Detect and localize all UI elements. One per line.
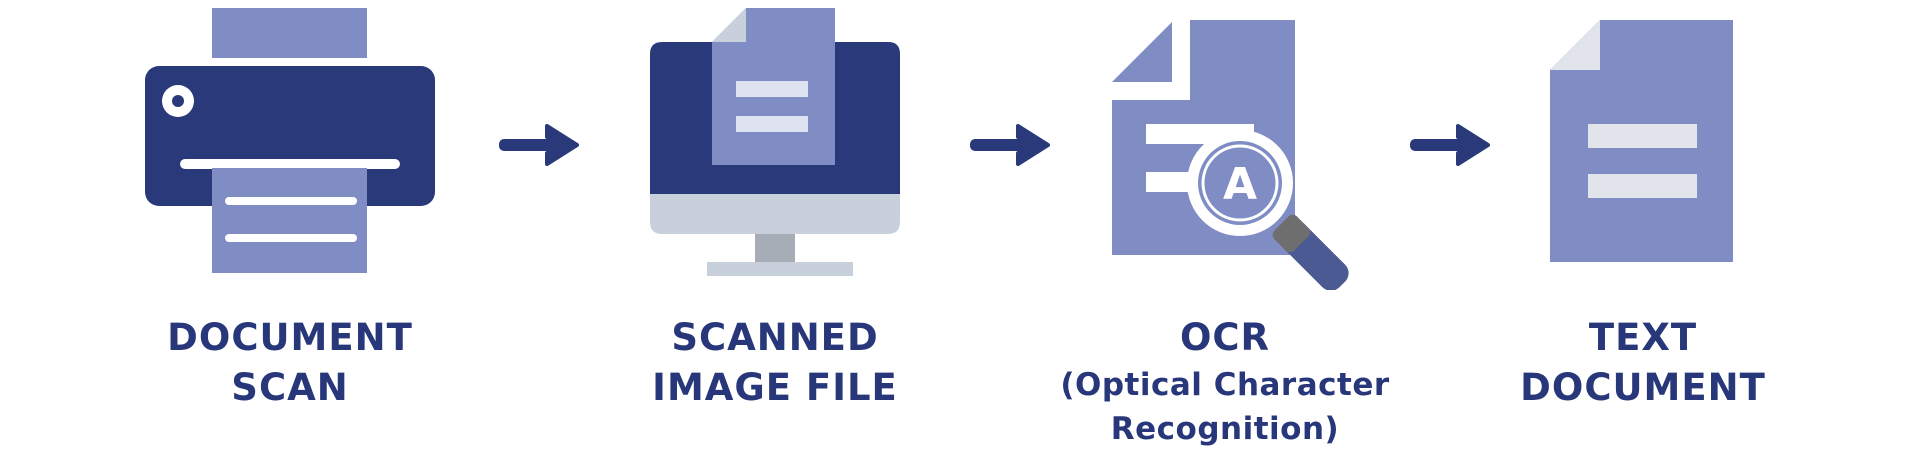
step-title: DOCUMENT SCAN [167,316,413,409]
step-label-text-document: TEXT DOCUMENT [1468,313,1818,413]
ocr-glyph: A [1223,159,1257,210]
step-title: SCANNED IMAGE FILE [652,316,898,409]
arrow-right-icon [1410,124,1490,166]
monitor-icon [650,8,900,276]
step-title: TEXT DOCUMENT [1520,316,1766,409]
step-label-ocr: OCR (Optical Character Recognition) [1050,313,1400,451]
step-label-scanned-image-file: SCANNED IMAGE FILE [600,313,950,413]
step-label-document-scan: DOCUMENT SCAN [115,313,465,413]
step-subtitle: (Optical Character Recognition) [1060,367,1390,447]
ocr-magnifier-icon: A [1112,20,1349,290]
arrow-right-icon [970,124,1050,166]
arrow-right-icon [499,124,579,166]
step-title: OCR [1179,316,1271,359]
printer-icon [145,8,435,273]
text-document-icon [1550,20,1733,262]
